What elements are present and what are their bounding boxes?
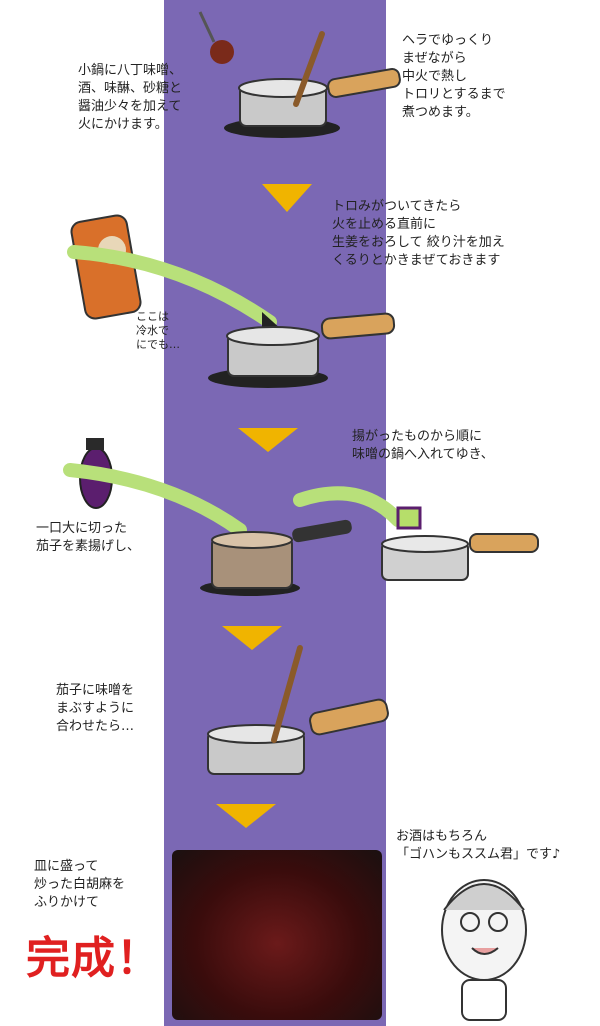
step-arrow-4 (216, 804, 276, 828)
step3-miso-pot (381, 506, 539, 581)
step2-pot (208, 312, 396, 388)
step1-left-note: 小鍋に八丁味噌、 酒、味醂、砂糖と 醤油少々を加えて 火にかけます。 (78, 63, 183, 132)
step-arrow-2 (238, 428, 298, 452)
step3-top-note: 揚がったものから順に 味噌の鍋へ入れてゆき、 (352, 429, 494, 462)
step4-pot (207, 645, 389, 775)
done-title: 完成！ (26, 933, 161, 984)
character-portrait (441, 879, 527, 1021)
step3-left-note: 一口大に切った 茄子を素揚げし、 (36, 521, 141, 554)
finished-dish-photo (172, 850, 382, 1020)
step5-left-note: 皿に盛って 炒った白胡麻を ふりかけて (34, 859, 126, 910)
step-arrow-1 (262, 184, 312, 212)
flow-band-1 (67, 245, 277, 329)
step3-fry-pot (200, 519, 352, 596)
character-caption: お酒はもちろん 「ゴハンもススム君」です♪ (396, 829, 561, 862)
step4-left-note: 茄子に味噌を まぶすように 合わせたら… (56, 683, 135, 734)
step2-aside-note: ここは 冷水で にでも… (136, 310, 180, 351)
step1-right-note: ヘラでゆっくり まぜながら 中火で熱し トロリとするまで 煮つめます。 (402, 33, 506, 120)
step-arrow-3 (222, 626, 282, 650)
step1-pot (198, 11, 401, 138)
step2-right-note: トロみがついてきたら 火を止める直前に 生姜をおろして 絞り汁を加え くるりとか… (332, 199, 505, 268)
